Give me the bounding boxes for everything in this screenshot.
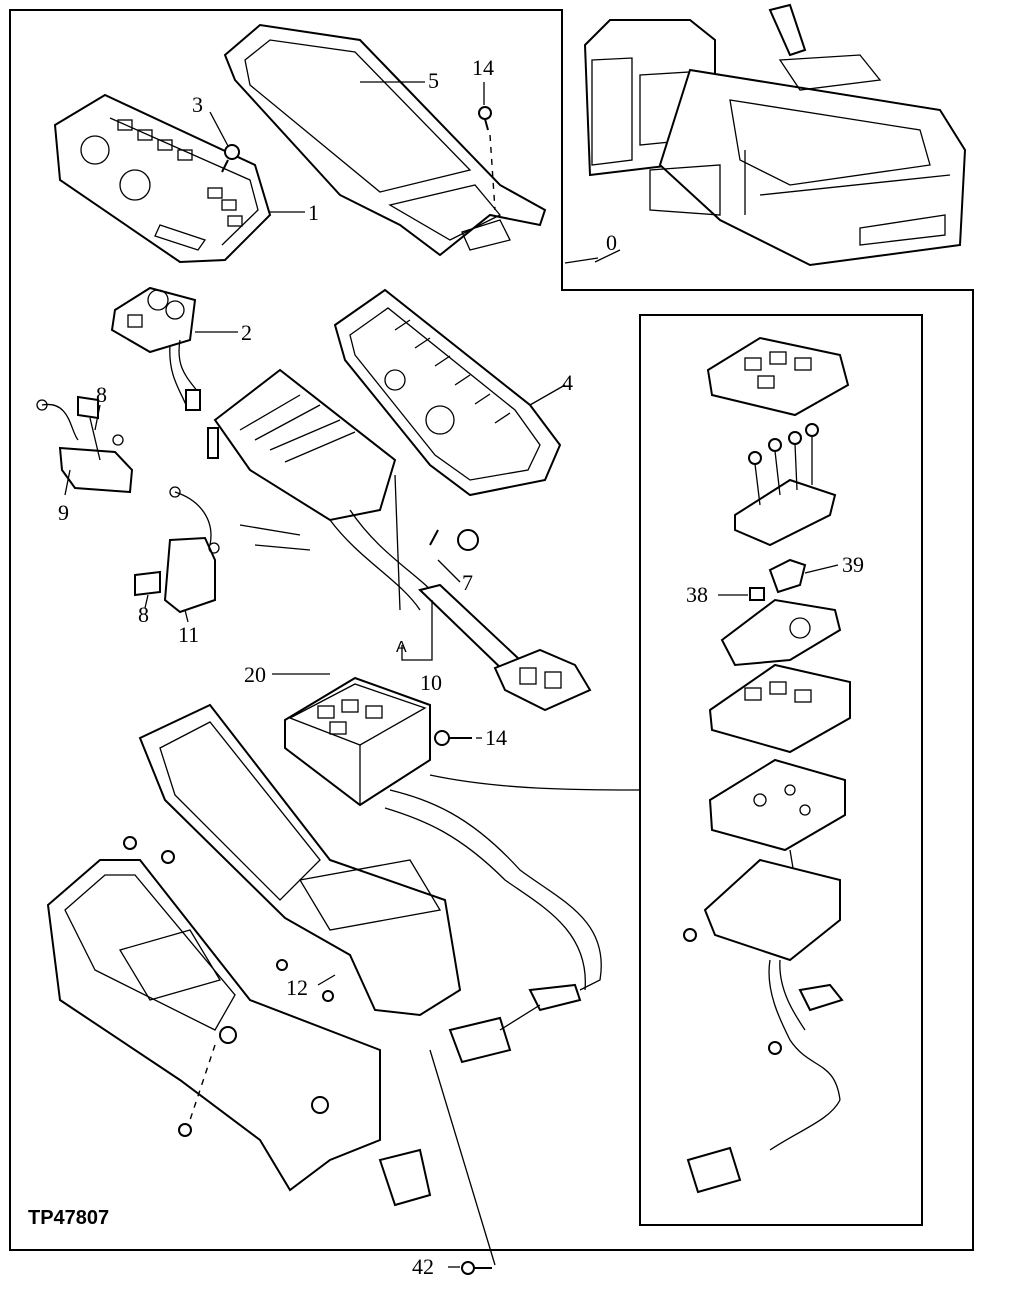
console-frame: [123, 703, 462, 1017]
console-cover: [223, 23, 547, 257]
callout-8-upper: 8: [96, 382, 107, 407]
excavator-overview: [583, 3, 967, 267]
cable-10: [401, 583, 592, 712]
callout-2: 2: [241, 320, 252, 345]
callout-42: 42: [412, 1254, 434, 1279]
screw-3: [221, 144, 240, 173]
callout-11: 11: [178, 622, 199, 647]
callout-14-lower: 14: [485, 725, 507, 750]
callout-9: 9: [58, 500, 69, 525]
switch-assembly: [110, 286, 201, 411]
drawing-code: TP47807: [28, 1207, 109, 1229]
switch-box-20: [284, 676, 641, 1064]
callout-0: 0: [606, 230, 617, 255]
callout-1: 1: [308, 200, 319, 225]
callout-3: 3: [192, 92, 203, 117]
gauge-housing: [333, 288, 562, 551]
callout-20: 20: [244, 662, 266, 687]
relay-11: [134, 486, 220, 614]
detail-base-housing: [683, 858, 844, 1101]
callout-12: 12: [286, 975, 308, 1000]
detail-switch-body: [708, 663, 851, 754]
detail-key-38: [749, 587, 765, 601]
bolt-14-lower: [434, 730, 472, 746]
screw-42: [461, 1261, 492, 1275]
leader-42: [429, 1049, 496, 1266]
callout-5: 5: [428, 68, 439, 93]
detail-key-39: [768, 558, 807, 594]
leader-lines: [64, 81, 839, 1268]
monitor-panel: [53, 93, 272, 264]
detail-inset-frame: [639, 314, 923, 1226]
relay-9: [36, 395, 134, 494]
detail-connector: [686, 1099, 841, 1194]
callout-8-lower: 8: [138, 602, 149, 627]
callout-39: 39: [842, 552, 864, 577]
bolt-14-top: [478, 106, 496, 211]
detail-bezel: [720, 598, 842, 667]
callout-10: 10: [420, 670, 442, 695]
detail-switch-plate: [734, 423, 837, 547]
callout-7: 7: [462, 570, 473, 595]
detail-circuit-board: [708, 758, 846, 881]
callout-14-top: 14: [472, 55, 494, 80]
detail-switch-cap: [706, 336, 850, 417]
callout-38: 38: [686, 582, 708, 607]
lower-console-cover: [46, 859, 432, 1207]
callout-4: 4: [562, 370, 573, 395]
callout-a: A: [396, 639, 407, 656]
